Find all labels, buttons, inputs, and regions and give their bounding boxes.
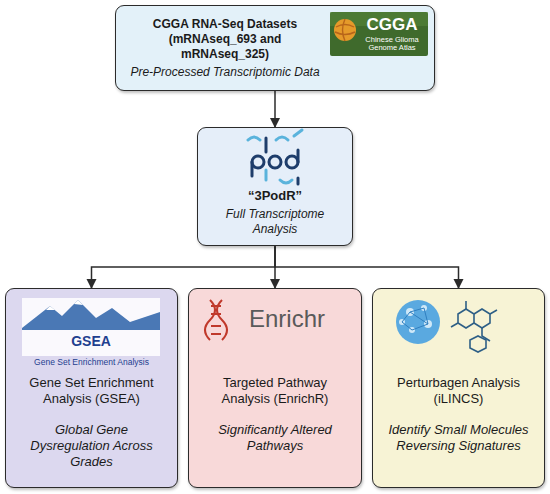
flow-arrow [274, 246, 276, 288]
logo-text: CGGA [358, 16, 426, 35]
ilincs-icons [396, 300, 497, 352]
pod-logo [248, 130, 302, 184]
box-heading: Targeted Pathway Analysis (EnrichR) [199, 375, 351, 408]
box-heading: Perturbagen Analysis (iLINCS) [383, 375, 534, 408]
flow-arrow [275, 246, 459, 288]
box-subtitle: Global Gene Dysregulation Across Grades [16, 422, 167, 471]
flow-arrow [92, 246, 276, 288]
process-box: “3PodR” Full Transcriptome Analysis [197, 127, 353, 246]
logo-text: Gene Set Enrichment Analysis [14, 358, 169, 367]
enrichr-logo [205, 300, 227, 340]
box-subtitle: Significantly Altered Pathways [199, 422, 351, 455]
box-heading: “3PodR” [248, 188, 302, 204]
logo-text: Enrichr [232, 306, 342, 332]
box-subtitle: Full Transcriptome Analysis [206, 207, 344, 237]
box-subtitle: Pre-Processed Transcriptomic Data [130, 65, 319, 80]
logo-text: GSEA [60, 334, 122, 349]
process-box: Perturbagen Analysis (iLINCS) Identify Sm… [372, 288, 545, 488]
cgga-logo [330, 12, 428, 56]
box-heading: Gene Set Enrichment Analysis (GSEA) [16, 375, 167, 408]
gsea-logo [22, 298, 160, 356]
process-box: Gene Set Enrichment Analysis (GSEA) Globa… [5, 288, 178, 488]
box-heading: CGGA RNA-Seq Datasets (mRNAseq_693 and m… [126, 17, 324, 62]
flow-arrow [274, 91, 276, 127]
logo-text: Chinese Glioma Genome Atlas [356, 36, 428, 53]
box-subtitle: Identify Small Molecules Reversing Signa… [383, 422, 534, 455]
